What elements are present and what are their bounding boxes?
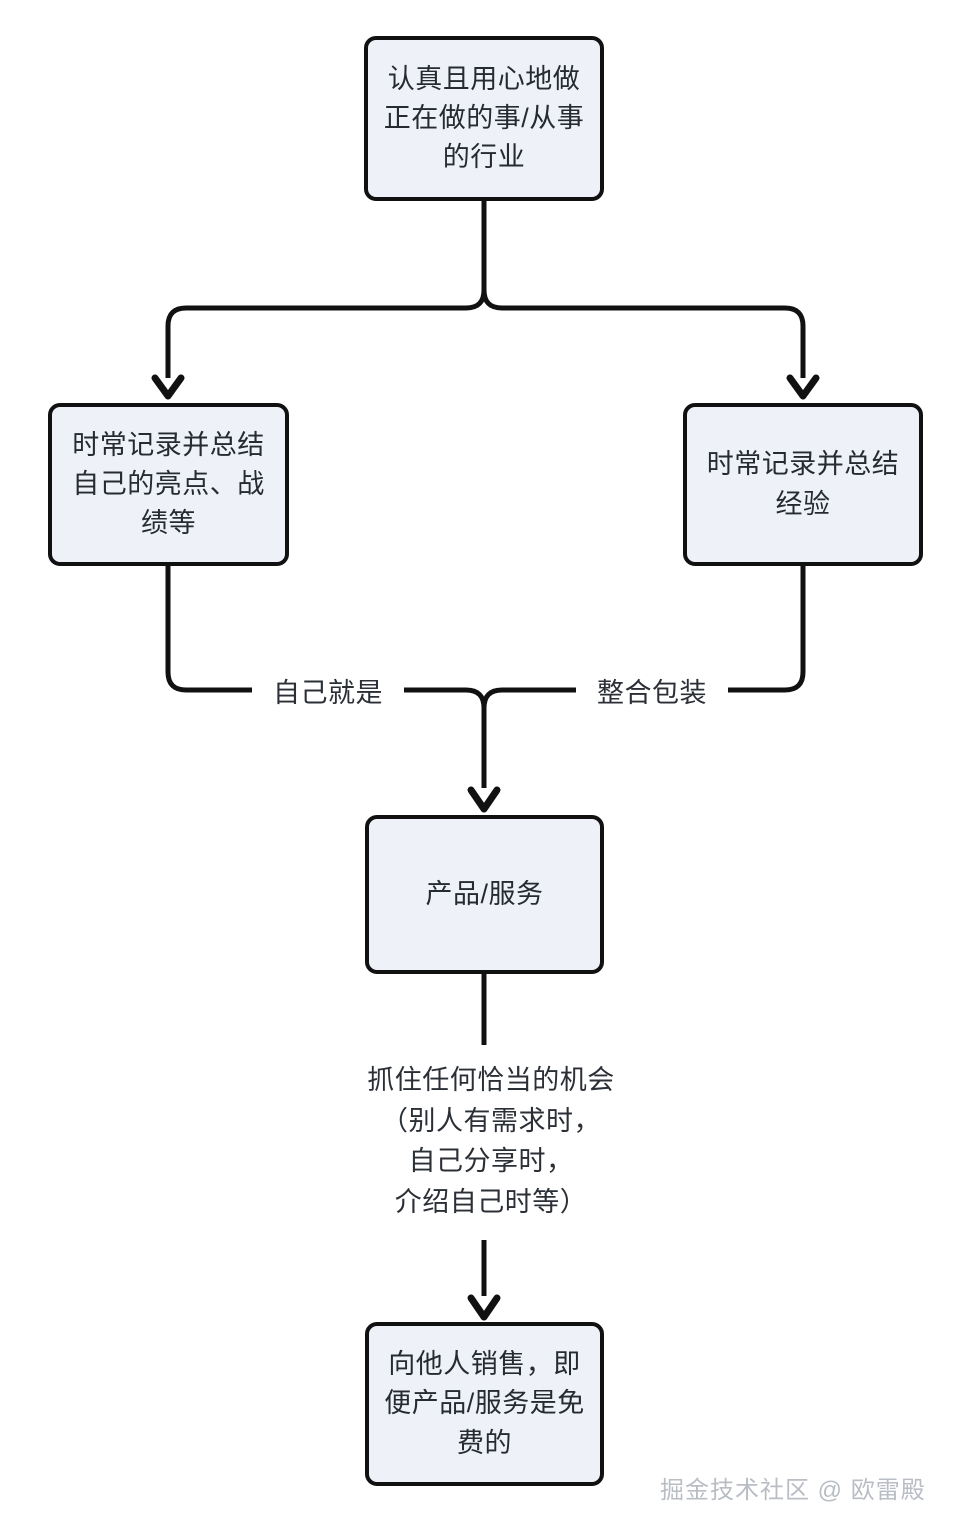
connector-split-to-left	[165, 289, 487, 378]
arrowhead-to-left-node	[151, 374, 185, 400]
node-product-service[interactable]: 产品/服务	[365, 815, 604, 974]
node-record-experience[interactable]: 时常记录并总结 经验	[683, 403, 923, 566]
edge-label-seize-opportunity: 抓住任何恰当的机会 （别人有需求时， 自己分享时， 介绍自己时等）	[330, 1060, 652, 1222]
arrowhead-to-right-node	[786, 374, 820, 400]
edge-label-package-integrate: 整合包装	[576, 673, 728, 714]
connector-split-to-right	[481, 289, 806, 378]
node-sell-to-others[interactable]: 向他人销售，即 便产品/服务是免 费的	[365, 1322, 604, 1486]
arrowhead-to-middle-node	[467, 786, 501, 813]
watermark: 掘金技术社区 @ 欧雷殿	[660, 1477, 926, 1504]
arrowhead-to-bottom-node	[467, 1294, 501, 1321]
node-record-highlights[interactable]: 时常记录并总结 自己的亮点、战 绩等	[48, 403, 289, 566]
node-do-work-seriously[interactable]: 认真且用心地做 正在做的事/从事 的行业	[364, 36, 604, 201]
edge-label-self-is: 自己就是	[252, 673, 404, 714]
